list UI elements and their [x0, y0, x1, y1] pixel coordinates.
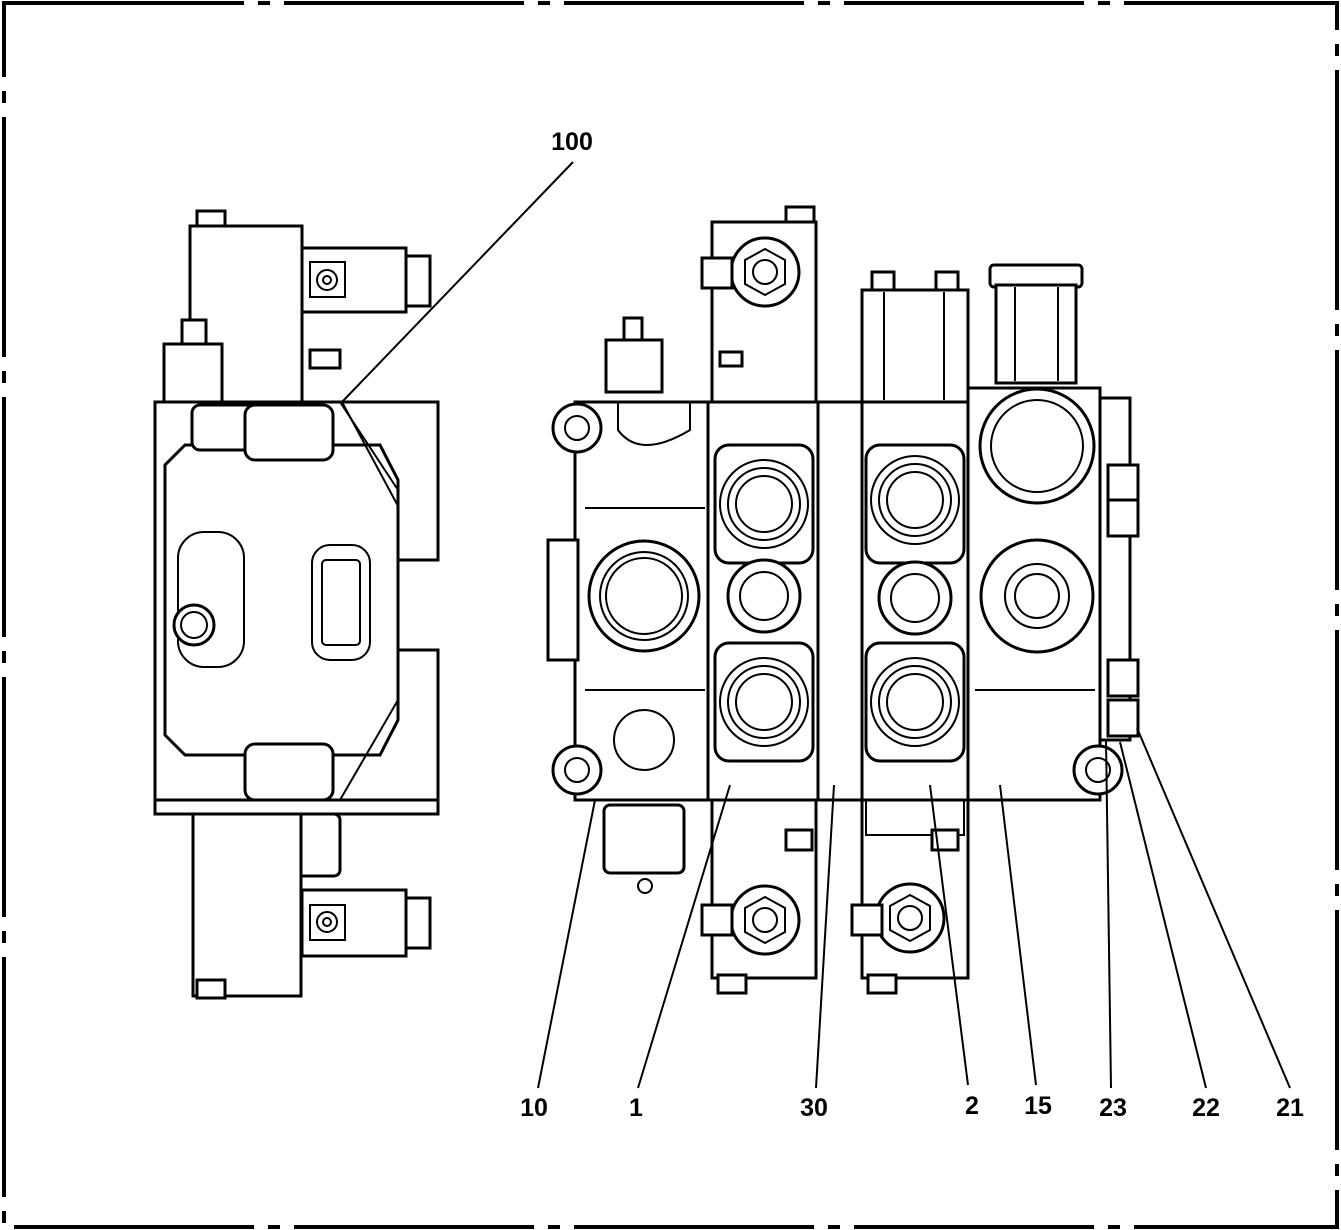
leader-22	[1119, 741, 1207, 1089]
leader-15	[999, 784, 1037, 1086]
leader-21	[1136, 727, 1291, 1089]
callout-30: 30	[800, 1094, 828, 1122]
leader-2	[929, 784, 969, 1086]
callout-23: 23	[1099, 1094, 1127, 1122]
callout-22: 22	[1192, 1094, 1220, 1122]
callout-100: 100	[551, 128, 593, 156]
leader-lines	[341, 161, 1291, 1089]
side-view-assembly	[153, 209, 440, 1000]
callout-10: 10	[520, 1094, 548, 1122]
leader-100	[341, 161, 574, 403]
leader-100-tail	[341, 401, 399, 507]
leader-23	[1105, 739, 1112, 1089]
callout-21: 21	[1276, 1094, 1304, 1122]
front-view-assembly	[546, 205, 1140, 995]
callout-labels: 100 10 1 30 2 15 23 22 21	[520, 128, 1304, 1122]
leader-30	[815, 784, 835, 1089]
callout-15: 15	[1024, 1092, 1052, 1120]
callout-2: 2	[965, 1092, 979, 1120]
callout-1: 1	[629, 1094, 643, 1122]
leader-1	[637, 784, 731, 1089]
leader-10	[537, 799, 596, 1089]
